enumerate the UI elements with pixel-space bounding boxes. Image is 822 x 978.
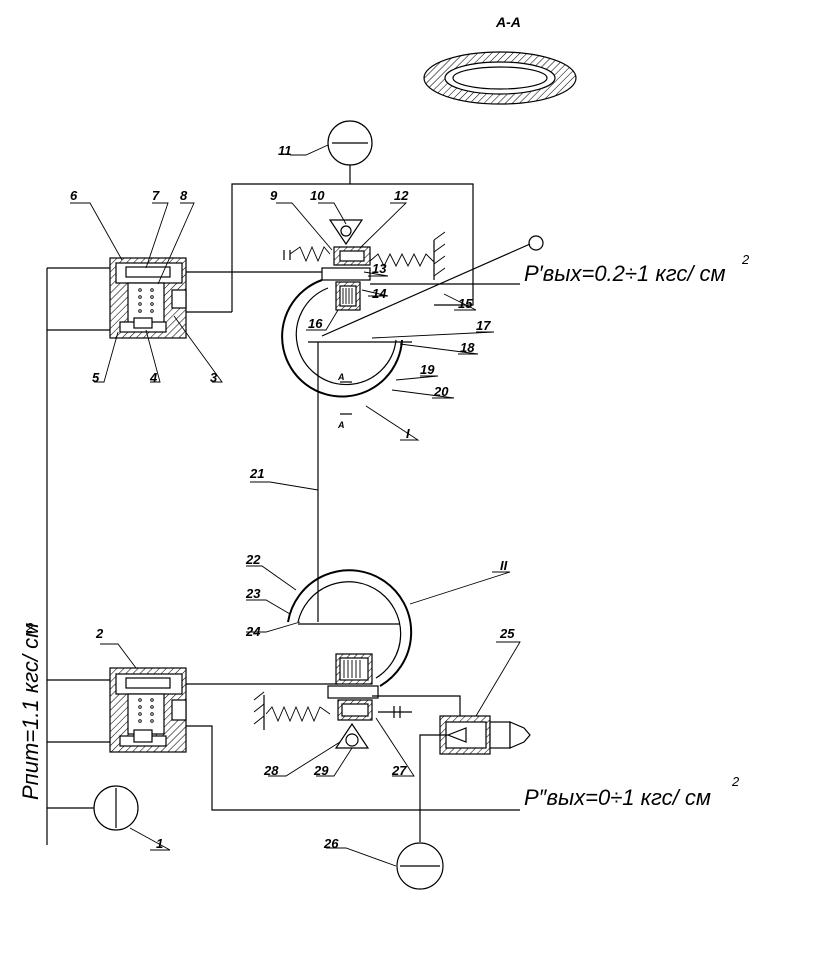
supply-pressure-exponent: 2 — [25, 620, 34, 635]
label-28: 28 — [263, 763, 279, 778]
upper-bourdon-assembly: A A — [281, 219, 544, 430]
label-25: 25 — [499, 626, 515, 641]
label-19: 19 — [420, 362, 435, 377]
label-23: 23 — [245, 586, 261, 601]
supply-pressure: Рпит=1.1 кгс/ см — [18, 623, 43, 800]
label-29: 29 — [313, 763, 329, 778]
svg-text:A: A — [337, 372, 345, 382]
label-27: 27 — [391, 763, 407, 778]
label-6: 6 — [70, 188, 78, 203]
label-3: 3 — [210, 370, 218, 385]
label-10: 10 — [310, 188, 325, 203]
label-21: 21 — [249, 466, 264, 481]
output-pressure-1-exponent: 2 — [741, 252, 750, 267]
label-16: 16 — [308, 316, 323, 331]
pressure-gauge-1 — [47, 785, 139, 831]
relay-lower — [47, 667, 520, 811]
pressure-gauge-26 — [396, 842, 444, 890]
label-2: 2 — [95, 626, 104, 641]
label-9: 9 — [270, 188, 278, 203]
label-17: 17 — [476, 318, 491, 333]
section-title: A-A — [495, 14, 521, 30]
label-4: 4 — [149, 370, 158, 385]
label-11: 11 — [278, 143, 292, 158]
label-14: 14 — [372, 286, 387, 301]
label-13: 13 — [372, 261, 387, 276]
part-labels: 6 7 8 5 4 3 9 10 12 11 13 14 15 16 17 18… — [70, 143, 515, 851]
output-pressure-2: P″вых=0÷1 кгс/ см — [524, 785, 711, 810]
label-1: 1 — [156, 836, 163, 851]
pressure-gauge-11 — [327, 120, 373, 184]
lower-bourdon-assembly — [186, 569, 461, 749]
label-8: 8 — [180, 188, 188, 203]
svg-text:A: A — [337, 420, 345, 430]
label-20: 20 — [433, 384, 449, 399]
label-18: 18 — [460, 340, 475, 355]
output-pressure-2-exponent: 2 — [731, 774, 740, 789]
leader-lines — [70, 144, 521, 867]
label-22: 22 — [245, 552, 261, 567]
relay-upper — [47, 257, 330, 339]
label-5: 5 — [92, 370, 100, 385]
label-12: 12 — [394, 188, 409, 203]
label-24: 24 — [245, 624, 261, 639]
pressure-annotations: P′вых=0.2÷1 кгс/ см 2 P″вых=0÷1 кгс/ см … — [18, 252, 750, 810]
label-roman-1: I — [406, 426, 410, 441]
label-roman-2: II — [500, 558, 508, 573]
nozzle-25 — [419, 715, 531, 842]
output-pressure-1: P′вых=0.2÷1 кгс/ см — [524, 261, 726, 286]
label-26: 26 — [323, 836, 339, 851]
section-a-a: A-A — [423, 14, 577, 105]
label-15: 15 — [458, 296, 473, 311]
label-7: 7 — [152, 188, 160, 203]
